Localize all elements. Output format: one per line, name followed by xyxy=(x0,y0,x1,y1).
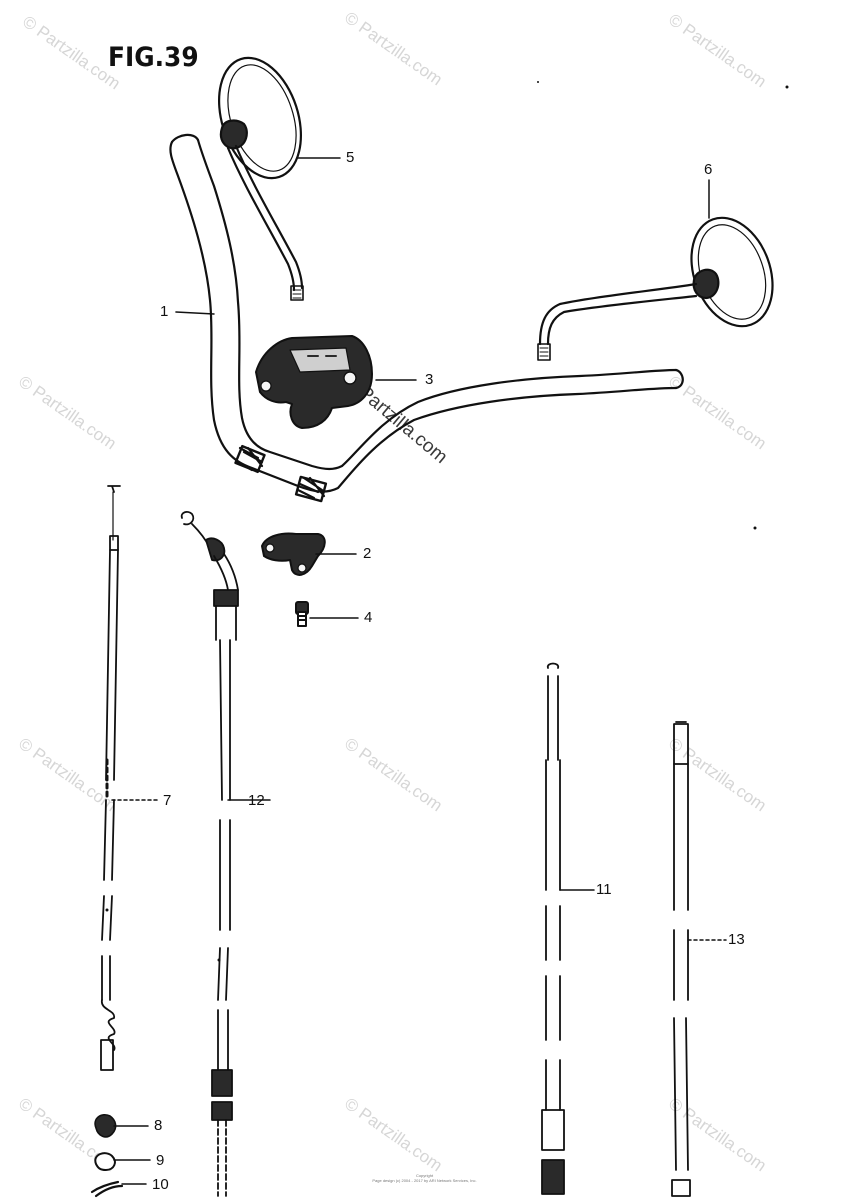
handlebar-upper-holder xyxy=(255,335,373,429)
holder-bolt xyxy=(295,601,309,627)
callout-9: 9 xyxy=(156,1152,165,1169)
leader-lines xyxy=(111,157,727,1185)
cable-clamp xyxy=(94,1113,117,1138)
throttle-cable xyxy=(180,511,239,1197)
brake-cable xyxy=(541,662,565,1195)
callout-5: 5 xyxy=(346,149,355,166)
callout-13: 13 xyxy=(728,931,745,948)
callout-12: 12 xyxy=(248,792,265,809)
handlebar xyxy=(169,133,684,503)
speedometer-cable xyxy=(671,721,691,1197)
callout-6: 6 xyxy=(704,161,713,178)
cable-guide xyxy=(90,1180,124,1198)
figure-title: FIG.39 xyxy=(108,42,199,73)
callout-4: 4 xyxy=(364,609,373,626)
handlebar-lower-holder xyxy=(261,532,326,576)
callout-11: 11 xyxy=(596,881,612,898)
callout-1: 1 xyxy=(160,303,169,320)
footer-page-design: Page design (c) 2004 - 2017 by ARI Netwo… xyxy=(372,1178,477,1183)
footer-copyright: Copyright xyxy=(415,1173,434,1178)
callout-8: 8 xyxy=(154,1117,163,1134)
callout-7: 7 xyxy=(163,792,172,809)
cable-boot xyxy=(94,1152,116,1171)
mirror-right xyxy=(537,216,774,361)
callout-2: 2 xyxy=(363,545,372,562)
mirror-left xyxy=(217,56,304,301)
callout-3: 3 xyxy=(425,371,434,388)
callout-10: 10 xyxy=(152,1176,169,1193)
clutch-cable xyxy=(100,485,121,1071)
